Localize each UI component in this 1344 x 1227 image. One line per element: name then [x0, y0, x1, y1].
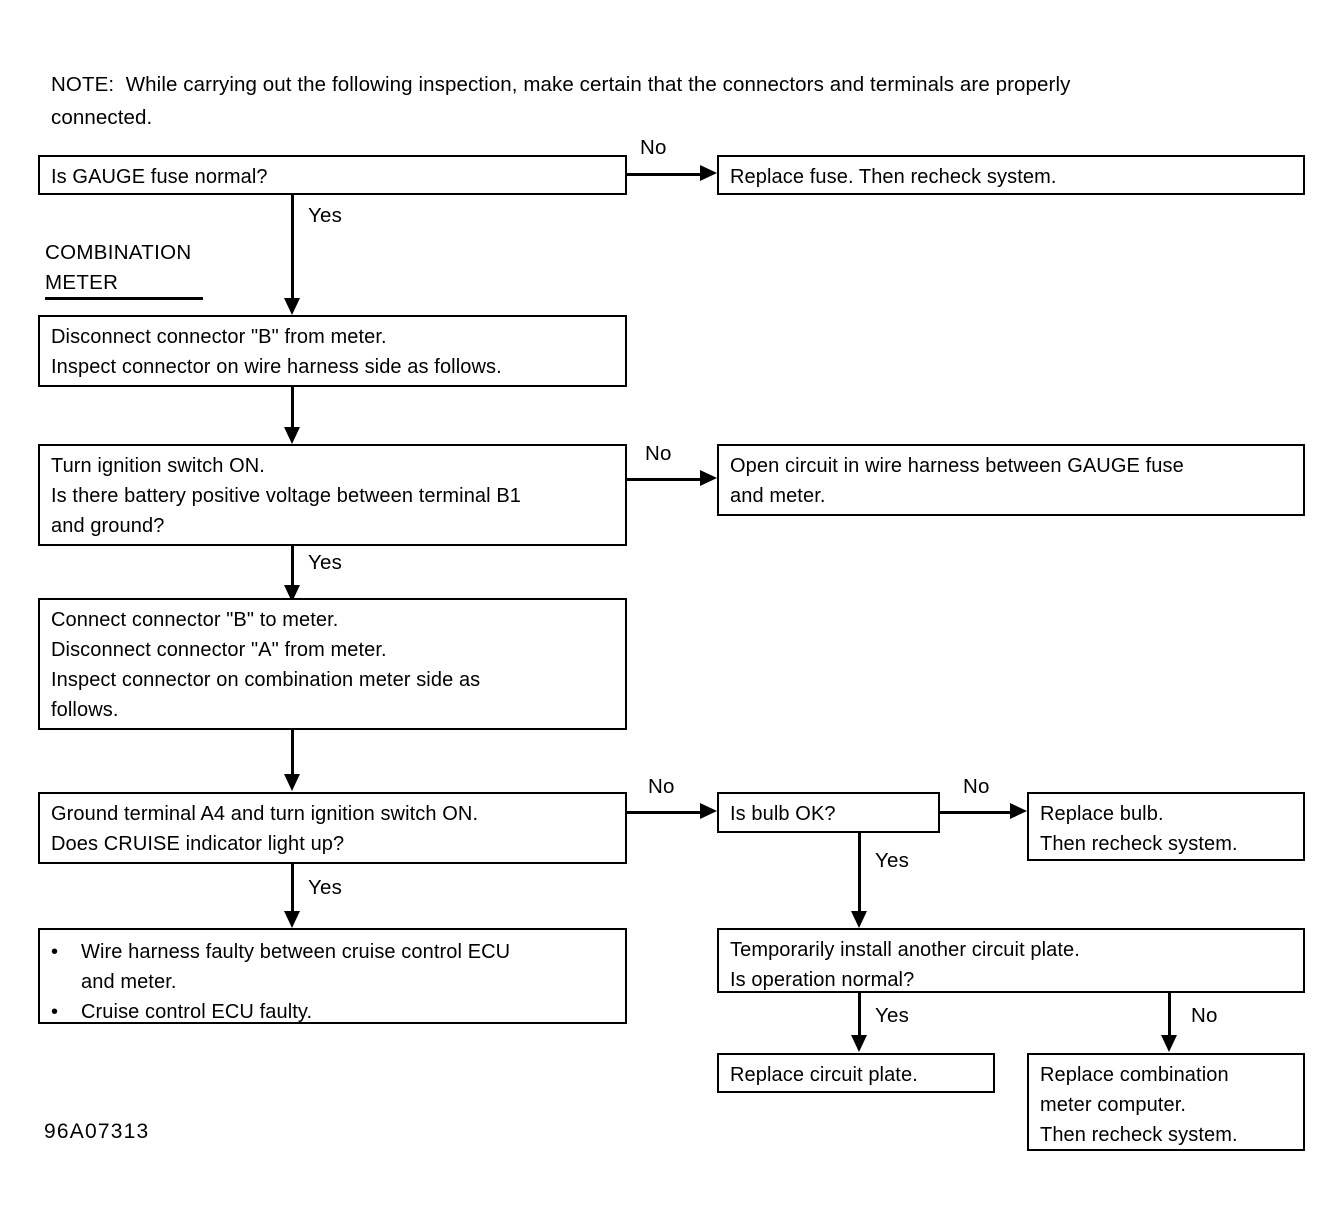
node-text-line: Is GAUGE fuse normal?: [51, 166, 268, 188]
node-text-line: Turn ignition switch ON.: [51, 455, 265, 477]
node-ground-terminal-a4[interactable]: Ground terminal A4 and turn ignition swi…: [38, 792, 627, 864]
node-text-line: Ground terminal A4 and turn ignition swi…: [51, 803, 479, 825]
edge-line-ignition-yes: [291, 546, 294, 590]
edge-line-gauge-fuse-yes: [291, 195, 294, 300]
node-replace-fuse[interactable]: Replace fuse. Then recheck system.: [717, 155, 1305, 195]
edge-arrowhead-disconnect-b-to-ignition: [284, 427, 300, 444]
node-text-line: Replace fuse. Then recheck system.: [730, 166, 1057, 188]
bullet-marker-icon: •: [51, 1001, 59, 1023]
edge-arrowhead-ground-a4-yes: [284, 911, 300, 928]
edge-line-is-bulb-ok-no: [940, 811, 1013, 814]
node-temporarily-install-circuit-plate[interactable]: Temporarily install another circuit plat…: [717, 928, 1305, 993]
edge-arrowhead-temp-plate-yes: [851, 1035, 867, 1052]
edge-label-ground-a4-no: No: [648, 775, 675, 798]
edge-label-gauge-fuse-no: No: [640, 136, 667, 159]
section-heading-line-1: COMBINATION: [45, 241, 192, 264]
node-text-line: Is bulb OK?: [730, 803, 836, 825]
edge-label-ignition-no: No: [645, 442, 672, 465]
edge-label-temp-plate-no: No: [1191, 1004, 1218, 1027]
node-text-line: and meter.: [730, 485, 826, 507]
section-heading-combination-meter: COMBINATION METER: [45, 238, 191, 298]
edge-label-ignition-yes: Yes: [308, 551, 343, 574]
node-text-line: Replace circuit plate.: [730, 1064, 918, 1086]
edge-arrowhead-ignition-yes: [284, 585, 300, 602]
node-ignition-on-check-b1[interactable]: Turn ignition switch ON. Is there batter…: [38, 444, 627, 546]
node-text-line: Inspect connector on combination meter s…: [51, 669, 481, 691]
node-connect-b-disconnect-a[interactable]: Connect connector "B" to meter. Disconne…: [38, 598, 627, 730]
edge-line-connect-b-to-ground-a4: [291, 730, 294, 776]
edge-line-ignition-no: [627, 478, 703, 481]
edge-arrowhead-ignition-no: [700, 470, 717, 486]
node-text-line: Is operation normal?: [730, 969, 915, 991]
node-is-gauge-fuse-normal[interactable]: Is GAUGE fuse normal?: [38, 155, 627, 195]
node-replace-circuit-plate[interactable]: Replace circuit plate.: [717, 1053, 995, 1093]
edge-label-is-bulb-ok-yes: Yes: [875, 849, 910, 872]
edge-arrowhead-gauge-fuse-yes: [284, 298, 300, 315]
edge-line-temp-plate-no: [1168, 993, 1171, 1037]
edge-label-ground-a4-yes: Yes: [308, 876, 343, 899]
node-text-line: Replace bulb.: [1040, 803, 1164, 825]
bullet-item: • Wire harness faulty between cruise con…: [51, 937, 615, 997]
node-is-bulb-ok[interactable]: Is bulb OK?: [717, 792, 940, 833]
node-text-line: Inspect connector on wire harness side a…: [51, 356, 502, 378]
node-text-line: Disconnect connector "A" from meter.: [51, 639, 387, 661]
document-figure-code: 96A07313: [44, 1120, 150, 1143]
bullet-text: Cruise control ECU faulty.: [81, 1001, 313, 1023]
edge-line-gauge-fuse-no: [627, 173, 703, 176]
node-text-line: Disconnect connector "B" from meter.: [51, 326, 387, 348]
section-heading-line-2: METER: [45, 271, 119, 294]
node-text-line: Then recheck system.: [1040, 833, 1238, 855]
node-disconnect-connector-b[interactable]: Disconnect connector "B" from meter. Ins…: [38, 315, 627, 387]
edge-arrowhead-ground-a4-no: [700, 803, 717, 819]
node-text-line: Then recheck system.: [1040, 1124, 1238, 1146]
edge-arrowhead-temp-plate-no: [1161, 1035, 1177, 1052]
node-text-line: Connect connector "B" to meter.: [51, 609, 339, 631]
node-replace-bulb[interactable]: Replace bulb. Then recheck system.: [1027, 792, 1305, 861]
bullet-marker-icon: •: [51, 941, 59, 963]
edge-label-is-bulb-ok-no: No: [963, 775, 990, 798]
node-open-circuit-gauge-fuse[interactable]: Open circuit in wire harness between GAU…: [717, 444, 1305, 516]
edge-arrowhead-is-bulb-ok-yes: [851, 911, 867, 928]
node-text-line: Does CRUISE indicator light up?: [51, 833, 345, 855]
section-heading-underline: [45, 297, 203, 300]
edge-arrowhead-gauge-fuse-no: [700, 165, 717, 181]
note-text: NOTE: While carrying out the following i…: [51, 73, 1071, 129]
edge-line-disconnect-b-to-ignition: [291, 387, 294, 429]
node-harness-or-ecu-faulty[interactable]: • Wire harness faulty between cruise con…: [38, 928, 627, 1024]
edge-label-temp-plate-yes: Yes: [875, 1004, 910, 1027]
node-text-line: follows.: [51, 699, 119, 721]
edge-line-ground-a4-no: [627, 811, 703, 814]
node-text-line: meter computer.: [1040, 1094, 1187, 1116]
node-text-line: Replace combination: [1040, 1064, 1229, 1086]
node-text-line: and ground?: [51, 515, 165, 537]
node-text-line: Temporarily install another circuit plat…: [730, 939, 1080, 961]
edge-line-temp-plate-yes: [858, 993, 861, 1037]
node-text-line: Is there battery positive voltage betwee…: [51, 485, 521, 507]
node-text-line: Open circuit in wire harness between GAU…: [730, 455, 1184, 477]
edge-label-gauge-fuse-yes: Yes: [308, 204, 343, 227]
edge-line-is-bulb-ok-yes: [858, 833, 861, 916]
edge-arrowhead-connect-b-to-ground-a4: [284, 774, 300, 791]
node-replace-combination-meter-computer[interactable]: Replace combination meter computer. Then…: [1027, 1053, 1305, 1151]
bullet-item: • Cruise control ECU faulty.: [51, 997, 615, 1027]
edge-arrowhead-is-bulb-ok-no: [1010, 803, 1027, 819]
edge-line-ground-a4-yes: [291, 864, 294, 916]
bullet-text: Wire harness faulty between cruise contr…: [81, 941, 511, 993]
